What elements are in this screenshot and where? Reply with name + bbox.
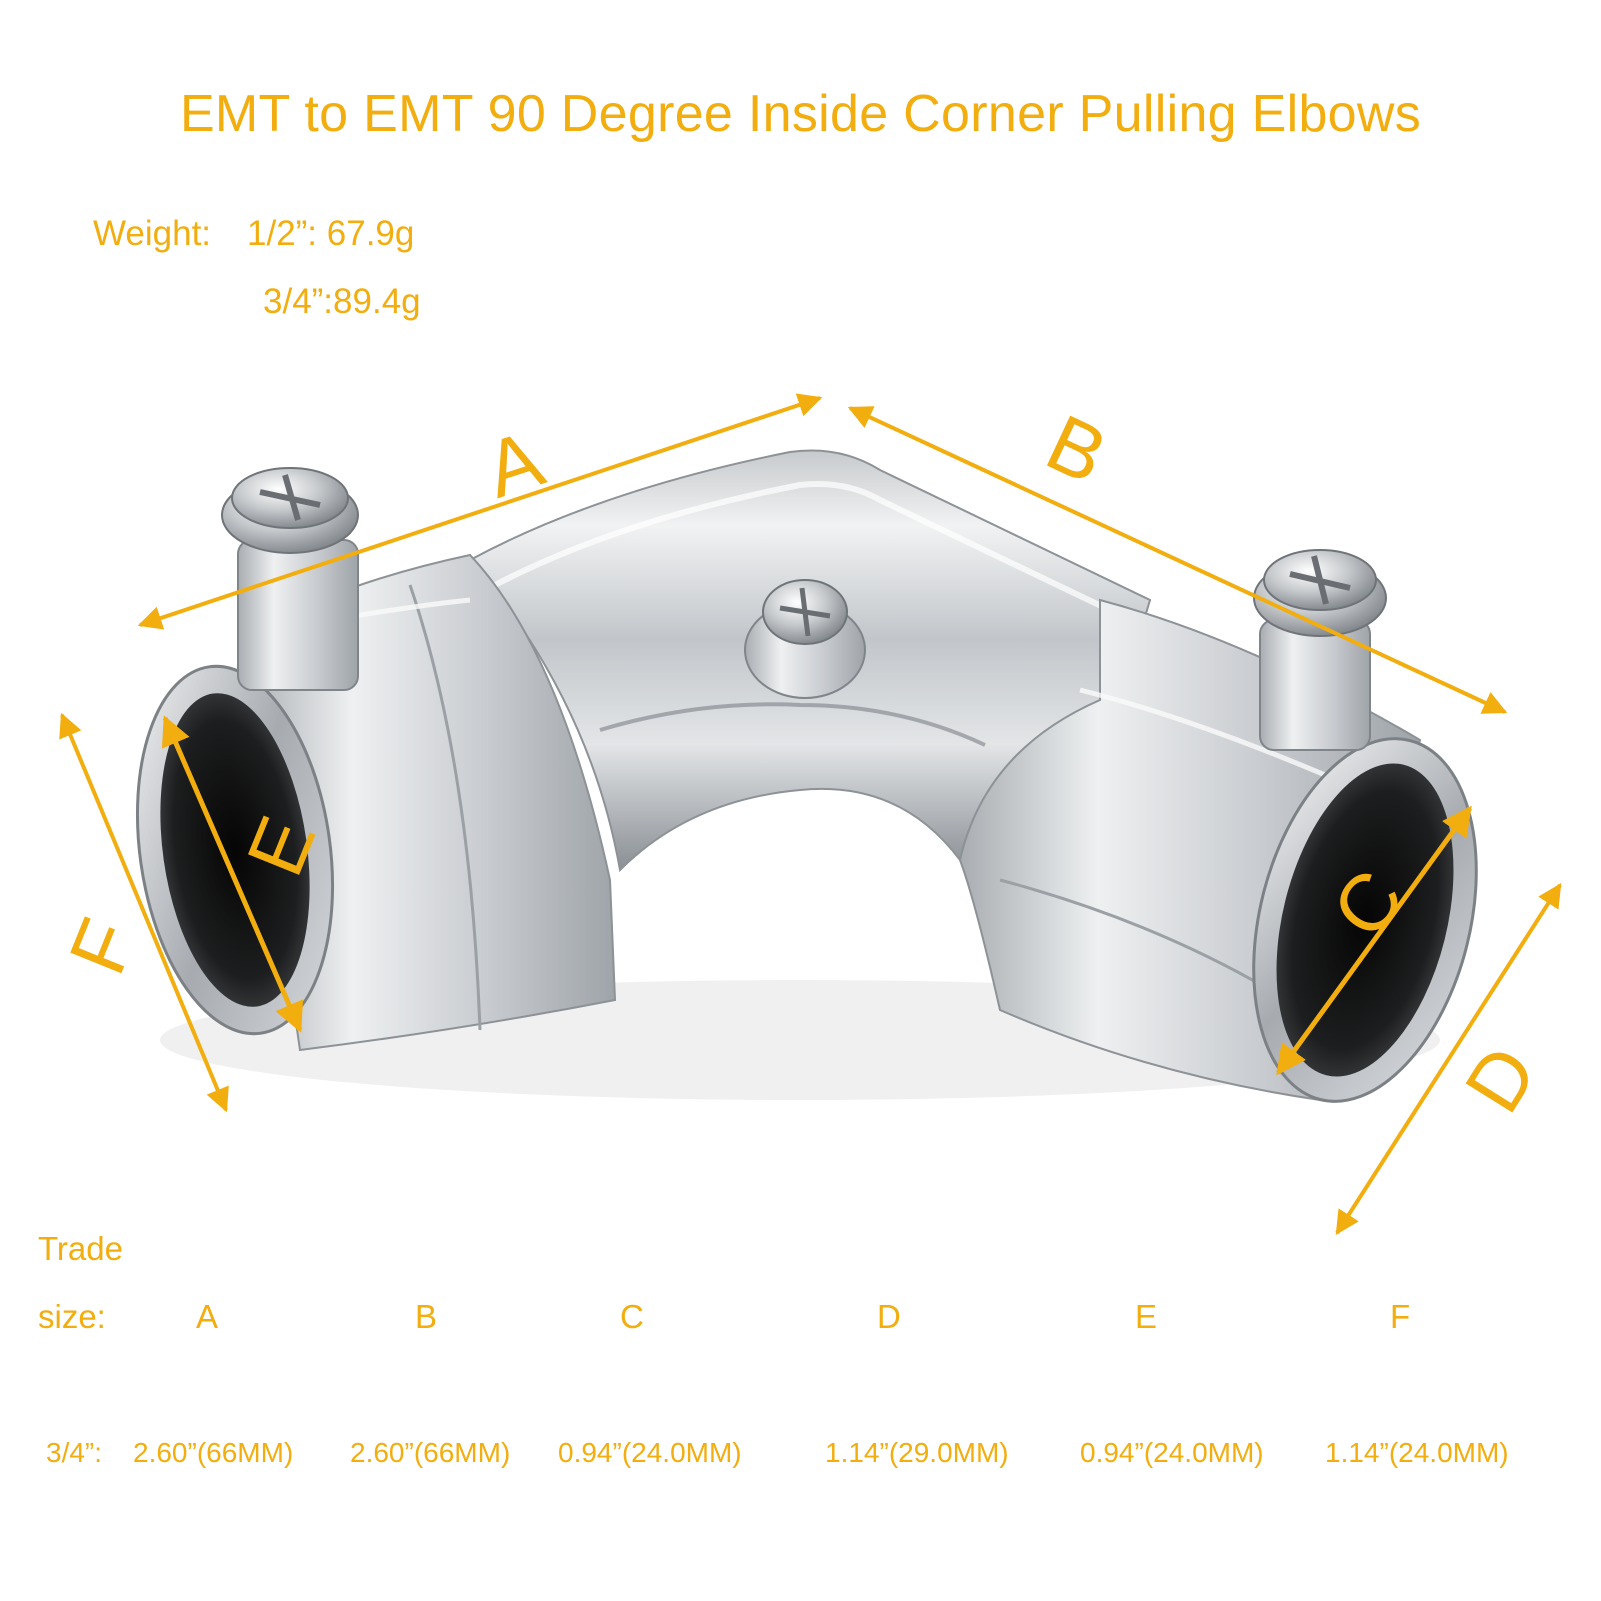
dimension-f-arrow <box>59 712 229 1113</box>
column-header-a: A <box>196 1298 219 1335</box>
dimension-d-letter: D <box>1448 1031 1554 1127</box>
weight-label: Weight: <box>93 214 212 253</box>
cell-d: 1.14”(29.0MM) <box>825 1437 1009 1468</box>
right-set-screw <box>1253 549 1387 751</box>
dimension-b-letter: B <box>1034 397 1120 500</box>
column-header-e: E <box>1135 1298 1158 1335</box>
elbow-fitting <box>135 449 1478 1103</box>
dimension-d-arrow <box>1335 882 1562 1236</box>
cell-c: 0.94”(24.0MM) <box>558 1437 742 1468</box>
cell-a: 2.60”(66MM) <box>133 1437 294 1468</box>
weight-three-quarter-inch: 3/4”:89.4g <box>263 282 421 321</box>
dimension-f-letter: F <box>52 907 153 986</box>
dimension-a-arrow <box>137 393 823 630</box>
column-header-b: B <box>415 1298 438 1335</box>
cell-e: 0.94”(24.0MM) <box>1080 1437 1264 1468</box>
dimension-a-letter: A <box>475 413 554 514</box>
column-header-d: D <box>877 1298 901 1335</box>
row-size-label: 3/4”: <box>46 1437 103 1468</box>
column-header-f: F <box>1390 1298 1411 1335</box>
cell-b: 2.60”(66MM) <box>350 1437 511 1468</box>
page-title: EMT to EMT 90 Degree Inside Corner Pulli… <box>179 85 1422 143</box>
cell-f: 1.14”(24.0MM) <box>1325 1437 1509 1468</box>
column-header-c: C <box>620 1298 644 1335</box>
left-set-screw <box>221 467 359 691</box>
dimension-b-arrow <box>847 406 1508 714</box>
table-header-trade: Trade <box>38 1230 123 1267</box>
table-header-size: size: <box>38 1298 106 1335</box>
weight-half-inch: 1/2”: 67.9g <box>247 214 415 253</box>
